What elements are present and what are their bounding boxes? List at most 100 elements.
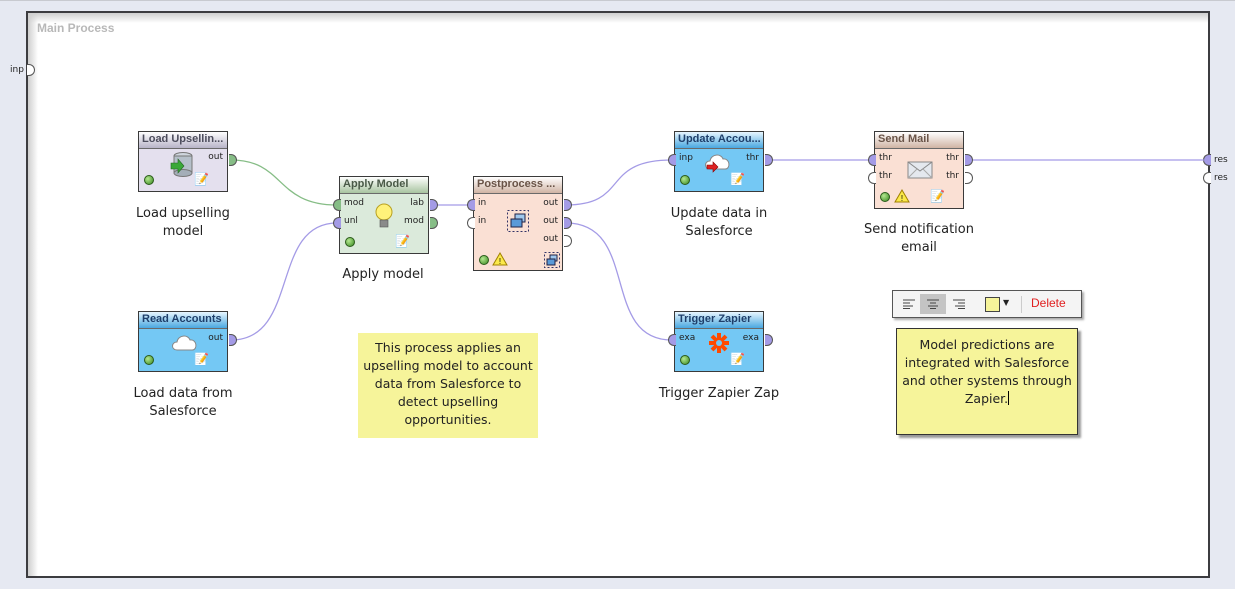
port-label-out: out xyxy=(208,333,223,343)
lightbulb-icon xyxy=(375,203,393,228)
cloud-upload-icon xyxy=(705,154,730,173)
port-apply-model-mod-in[interactable] xyxy=(333,199,341,211)
align-left-button[interactable] xyxy=(896,294,922,314)
subprocess-expand-icon[interactable] xyxy=(544,252,560,268)
process-title: Main Process xyxy=(37,21,115,35)
operator-caption-load-upselling: Load upselling model xyxy=(118,205,248,241)
process-input-port-label: inp xyxy=(10,65,24,75)
port-postprocess-in-2[interactable] xyxy=(467,217,475,229)
zapier-asterisk-icon xyxy=(709,333,729,353)
note-icon: 📝 xyxy=(730,172,745,186)
operator-title: Load Upsellin... xyxy=(139,132,227,149)
operator-caption-apply-model: Apply model xyxy=(318,266,448,284)
status-ok-icon xyxy=(880,192,890,202)
database-icon xyxy=(170,152,193,177)
port-postprocess-in-1[interactable] xyxy=(467,199,475,211)
note-icon: 📝 xyxy=(194,352,209,366)
operator-load-upselling[interactable]: Load Upsellin... out 📝 xyxy=(138,131,228,192)
port-postprocess-out-1[interactable] xyxy=(564,199,572,211)
port-label-thr: thr xyxy=(746,153,759,163)
port-send-mail-thr-in-2[interactable] xyxy=(868,172,876,184)
align-left-icon xyxy=(903,299,915,309)
operator-apply-model[interactable]: Apply Model mod unl lab mod 📝 xyxy=(339,176,429,254)
port-trigger-zapier-exa-in[interactable] xyxy=(668,334,676,346)
chevron-down-icon[interactable]: ▼ xyxy=(1003,298,1010,307)
align-center-icon xyxy=(927,299,939,309)
caption-line: Trigger Zapier Zap xyxy=(658,386,780,401)
status-ok-icon xyxy=(479,255,489,265)
note-color-picker[interactable] xyxy=(985,297,1000,312)
port-postprocess-out-3[interactable] xyxy=(564,235,572,247)
process-output-port-1[interactable] xyxy=(1203,154,1211,166)
port-label-in-2: in xyxy=(478,216,487,226)
port-postprocess-out-2[interactable] xyxy=(564,217,572,229)
delete-note-button[interactable]: Delete xyxy=(1031,296,1066,310)
note-line: This process applies an xyxy=(375,340,521,355)
operator-send-mail[interactable]: Send Mail thr thr thr thr ! 📝 xyxy=(874,131,964,209)
note-icon: 📝 xyxy=(930,189,945,203)
port-update-accounts-inp[interactable] xyxy=(668,154,676,166)
port-label-mod: mod xyxy=(344,198,364,208)
port-send-mail-thr-in-1[interactable] xyxy=(868,154,876,166)
operator-read-accounts[interactable]: Read Accounts out 📝 xyxy=(138,311,228,372)
port-trigger-zapier-exa-out[interactable] xyxy=(765,334,773,346)
align-right-button[interactable] xyxy=(946,294,972,314)
sticky-note-description[interactable]: This process applies an upselling model … xyxy=(358,333,538,438)
port-label-exa-in: exa xyxy=(679,333,696,343)
operator-title: Send Mail xyxy=(875,132,963,149)
caption-line: Load upselling xyxy=(136,206,230,221)
port-apply-model-lab-out[interactable] xyxy=(430,199,438,211)
note-line-with-caret: Zapier. xyxy=(897,390,1077,408)
toolbar-divider xyxy=(1021,296,1022,313)
port-apply-model-unl-in[interactable] xyxy=(333,217,341,229)
cloud-icon xyxy=(172,335,197,351)
note-line: upselling model to account xyxy=(363,358,533,373)
port-send-mail-thr-out-1[interactable] xyxy=(965,154,973,166)
port-load-upselling-out[interactable] xyxy=(229,154,237,166)
port-label-out: out xyxy=(208,152,223,162)
status-ok-icon xyxy=(144,175,154,185)
operator-caption-update-accounts: Update data in Salesforce xyxy=(654,205,784,241)
caption-line: Update data in xyxy=(670,206,768,221)
port-update-accounts-thr[interactable] xyxy=(765,154,773,166)
operator-trigger-zapier[interactable]: Trigger Zapier exa exa 📝 xyxy=(674,311,764,372)
caption-line: Apply model xyxy=(342,267,424,282)
operator-caption-trigger-zapier: Trigger Zapier Zap xyxy=(644,385,794,403)
status-ok-icon xyxy=(680,355,690,365)
port-label-thr-in-2: thr xyxy=(879,171,892,181)
port-apply-model-mod-out[interactable] xyxy=(430,217,438,229)
port-label-out-2: out xyxy=(543,216,558,226)
warning-icon: ! xyxy=(492,252,508,266)
note-line: Model predictions are xyxy=(919,337,1055,352)
port-send-mail-thr-out-2[interactable] xyxy=(965,172,973,184)
caption-line: Salesforce xyxy=(685,224,753,239)
note-line: detect upselling xyxy=(397,394,499,409)
warning-icon: ! xyxy=(894,189,910,203)
sticky-note-editing[interactable]: Model predictions are integrated with Sa… xyxy=(896,328,1078,435)
note-line: and other systems through xyxy=(902,373,1072,388)
caption-line: Send notification xyxy=(864,222,974,237)
status-ok-icon xyxy=(680,175,690,185)
port-read-accounts-out[interactable] xyxy=(229,334,237,346)
note-line: Zapier. xyxy=(964,391,1009,406)
port-label-unl: unl xyxy=(344,216,358,226)
operator-title: Postprocess ... xyxy=(474,177,562,194)
caption-line: email xyxy=(901,240,937,255)
operator-title: Trigger Zapier xyxy=(675,312,763,329)
status-ok-icon xyxy=(144,355,154,365)
operator-postprocess[interactable]: Postprocess ... in in out out out ! xyxy=(473,176,563,271)
note-line: integrated with Salesforce xyxy=(904,355,1070,370)
svg-text:!: ! xyxy=(901,194,903,203)
operator-caption-read-accounts: Load data from Salesforce xyxy=(118,385,248,421)
note-icon: 📝 xyxy=(730,352,745,366)
operator-update-accounts[interactable]: Update Accou... inp thr 📝 xyxy=(674,131,764,192)
port-label-mod-out: mod xyxy=(404,216,424,226)
port-label-thr-in-1: thr xyxy=(879,153,892,163)
port-label-in: in xyxy=(478,198,487,208)
envelope-icon xyxy=(907,161,933,179)
process-input-port[interactable] xyxy=(27,64,35,76)
align-right-icon xyxy=(953,299,965,309)
process-output-port-2[interactable] xyxy=(1203,172,1211,184)
align-center-button[interactable] xyxy=(920,294,946,314)
operator-caption-send-mail: Send notification email xyxy=(849,221,989,257)
